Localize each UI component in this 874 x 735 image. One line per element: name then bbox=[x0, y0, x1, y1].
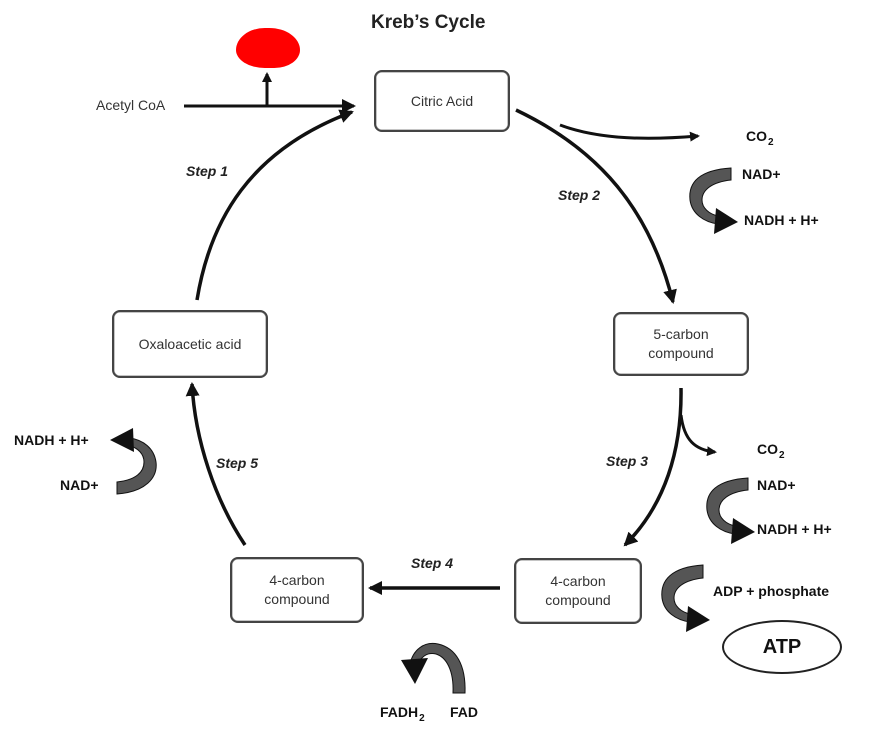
step-3-nad-label: NAD+ bbox=[757, 477, 796, 493]
four-carbon-right-box: 4-carbon compound bbox=[514, 558, 642, 624]
step-5-nad-curved-arrow-icon bbox=[110, 428, 157, 495]
four-carbon-right-label-1: 4-carbon bbox=[550, 573, 606, 590]
step-4-fad-curved-arrow-icon bbox=[401, 642, 466, 694]
step-5-nad-label: NAD+ bbox=[60, 477, 99, 493]
step-3-co2-arrow bbox=[679, 414, 717, 457]
five-carbon-box: 5-carbon compound bbox=[613, 312, 749, 376]
citric-acid-label: Citric Acid bbox=[410, 92, 474, 109]
step-2-arrow bbox=[515, 108, 677, 304]
oxaloacetic-box: Oxaloacetic acid bbox=[112, 310, 268, 378]
step-3-arrow bbox=[623, 387, 683, 547]
step-4-adp-curved-arrow-icon bbox=[661, 564, 710, 632]
step-1-label: Step 1 bbox=[186, 163, 229, 179]
step-2-co2-label: CO2 bbox=[746, 128, 774, 148]
step-2-co2-arrow bbox=[559, 123, 700, 142]
redacted-mark bbox=[236, 28, 300, 68]
step-2-label: Step 2 bbox=[558, 187, 601, 203]
five-carbon-label-2: compound bbox=[648, 345, 714, 361]
step-4-fadh2-label: FADH2 bbox=[380, 704, 425, 724]
step-1-arrow bbox=[195, 109, 354, 301]
atp-label: ATP bbox=[762, 635, 802, 658]
step-4-adp-label: ADP + phosphate bbox=[713, 583, 830, 599]
atp-ellipse: ATP bbox=[722, 620, 842, 674]
diagram-title: Kreb’s Cycle bbox=[371, 12, 486, 33]
step-5-arrow bbox=[185, 382, 247, 546]
step-4-label: Step 4 bbox=[411, 555, 454, 571]
step-2-nad-curved-arrow-icon bbox=[689, 167, 738, 234]
step-3-co2-label: CO2 bbox=[757, 441, 785, 461]
step-2-nad-label: NAD+ bbox=[742, 166, 781, 182]
four-carbon-left-label-2: compound bbox=[264, 591, 330, 607]
four-carbon-right-label-2: compound bbox=[545, 592, 611, 608]
step-3-nadh-label: NADH + H+ bbox=[757, 521, 832, 537]
oxaloacetic-label: Oxaloacetic acid bbox=[138, 335, 242, 352]
four-carbon-left-label-1: 4-carbon bbox=[269, 572, 325, 589]
step-5-label: Step 5 bbox=[216, 455, 259, 471]
step-2-nadh-label: NADH + H+ bbox=[744, 212, 819, 228]
acetyl-coa-label: Acetyl CoA bbox=[96, 97, 166, 113]
step-3-nad-curved-arrow-icon bbox=[706, 477, 755, 544]
four-carbon-left-box: 4-carbon compound bbox=[230, 557, 364, 623]
step-5-nadh-label: NADH + H+ bbox=[14, 432, 89, 448]
step-3-label: Step 3 bbox=[606, 453, 649, 469]
step-4-fad-label: FAD bbox=[450, 704, 478, 720]
five-carbon-label-1: 5-carbon bbox=[653, 326, 709, 343]
citric-acid-box: Citric Acid bbox=[374, 70, 510, 132]
